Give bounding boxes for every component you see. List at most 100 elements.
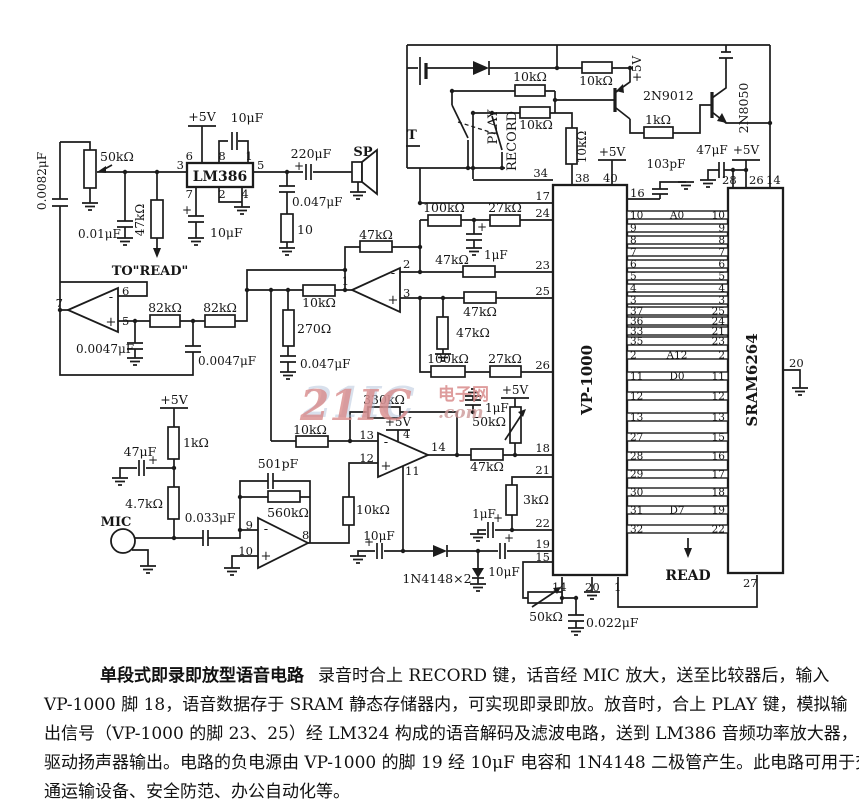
label-p26s: 26 <box>749 173 764 187</box>
junction-dot <box>449 88 455 94</box>
label-o3p14: 14 <box>431 440 446 454</box>
label-p386_5: 5 <box>257 158 264 172</box>
junction-dot <box>470 110 476 116</box>
label-c501: 501pF <box>258 456 299 471</box>
bus-pin-left: 29 <box>630 469 643 481</box>
bus-pin-right: 2 <box>718 350 725 362</box>
label-o2p: + <box>388 293 399 308</box>
label-c001: 0.01μF <box>78 227 121 241</box>
junction-dot <box>154 169 160 175</box>
label-o4p: + <box>261 549 272 564</box>
label-p386_4: 4 <box>241 187 248 201</box>
bus-pin-left: 3 <box>630 295 637 307</box>
label-c0047b: 0.0047μF <box>198 354 256 368</box>
label-pb20: 20 <box>585 580 600 594</box>
bus-line <box>626 350 729 360</box>
bus-pin-left: 4 <box>630 283 637 295</box>
diode-1n4148-b-icon <box>472 568 484 578</box>
junction-dot <box>559 595 565 601</box>
bus-line <box>626 412 729 422</box>
label-r47ktl: 47kΩ <box>133 204 147 237</box>
label-o1p7: 7 <box>56 296 63 310</box>
bus-pin-right: 16 <box>712 451 726 463</box>
chip-sram6264 <box>726 186 785 575</box>
bus-pin-left: 10 <box>630 210 643 222</box>
bus-signal-name: A0 <box>669 210 684 222</box>
bus-pin-right: 19 <box>712 505 725 517</box>
opamp4 <box>257 516 311 570</box>
junction-dot <box>454 452 460 458</box>
bus-line <box>626 451 729 461</box>
label-p15: 15 <box>535 550 550 564</box>
label-wm2: 电子网 <box>438 384 489 405</box>
label-pl47: + <box>148 453 158 467</box>
label-r4725: 47kΩ <box>463 304 497 319</box>
bus-pin-left: 8 <box>630 235 637 247</box>
label-o3p13: 13 <box>359 428 374 442</box>
label-o1p: + <box>106 315 117 330</box>
opamp2 <box>349 266 401 314</box>
junction-dot <box>417 295 423 301</box>
bus-line <box>626 271 729 281</box>
label-o4m: - <box>264 522 268 537</box>
junction-dot <box>554 65 560 71</box>
bus-line <box>626 316 729 326</box>
label-p25: 25 <box>535 284 550 298</box>
bus-pin-left: 11 <box>630 371 643 383</box>
junction-dot <box>440 295 446 301</box>
label-c10ufr: 10μF <box>488 565 519 579</box>
label-o2p1: 1 <box>342 274 349 288</box>
opamp1 <box>65 286 119 334</box>
bus-signal-name: D7 <box>669 505 684 517</box>
bus-pin-right: 3 <box>718 295 725 307</box>
label-r1kq: 1kΩ <box>645 112 671 127</box>
chip-lm386 <box>185 161 255 189</box>
label-r50ktl: 50kΩ <box>100 149 134 164</box>
bus-pin-left: 31 <box>630 505 643 517</box>
label-p19: 19 <box>535 537 550 551</box>
label-p28: 28 <box>722 173 737 187</box>
diode-icon <box>473 61 489 75</box>
label-r82b: 82kΩ <box>203 300 237 315</box>
label-o3p4: 4 <box>403 428 410 441</box>
read-arrow <box>684 548 692 558</box>
bus-line <box>626 306 729 316</box>
bus-signal-name: D0 <box>669 371 684 383</box>
label-pl22: + <box>493 511 503 525</box>
label-p386_3: 3 <box>177 158 184 172</box>
pnp-emitter-arrow <box>616 84 624 93</box>
junction-dot <box>171 535 177 541</box>
label-p386_7: 7 <box>186 187 193 201</box>
junction-dot <box>471 217 477 223</box>
bus-pin-left: 7 <box>630 247 637 259</box>
label-tmark: T <box>407 128 417 143</box>
bus-pin-right: 4 <box>718 283 725 295</box>
label-p40: 40 <box>603 171 618 185</box>
to-read-arrow <box>153 248 161 258</box>
label-r10k12: 10kΩ <box>356 502 390 517</box>
junction-dot <box>244 287 250 293</box>
label-c047b: 0.047μF <box>300 357 350 371</box>
bus-pin-right: 25 <box>712 306 725 318</box>
junction-dot <box>767 120 773 126</box>
junction-dot <box>573 595 579 601</box>
label-pl19l: + <box>364 535 374 549</box>
label-r27b: 27kΩ <box>488 351 522 366</box>
label-c0033: 0.033μF <box>185 511 235 525</box>
label-r100a: 100kΩ <box>423 200 465 215</box>
bus-pin-right: 21 <box>712 326 725 338</box>
caption-line-1: 单段式即录即放型语音电路录音时合上 RECORD 键，话音经 MIC 放大，送至… <box>100 666 830 686</box>
label-v5_386: +5V <box>188 109 216 124</box>
caption-line-2: VP-1000 脚 18，语音数据存于 SRAM 静态存储器内，可实现即录即放。… <box>44 695 848 715</box>
label-p38: 38 <box>575 171 590 185</box>
label-c220: 220μF <box>291 146 332 161</box>
label-o3p12: 12 <box>359 451 374 465</box>
label-p16r: 16 <box>630 186 645 200</box>
bus-pin-right: 15 <box>712 432 725 444</box>
bus-pin-right: 13 <box>712 412 725 424</box>
